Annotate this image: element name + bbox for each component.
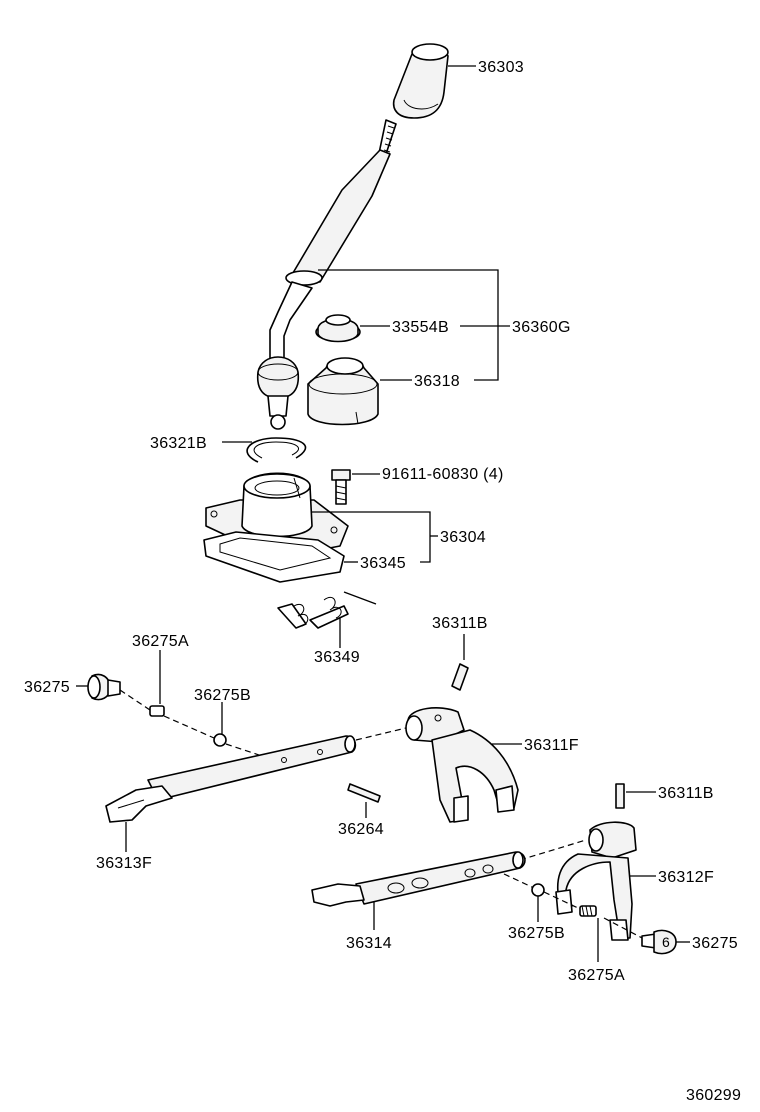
svg-text:6: 6 (662, 934, 670, 950)
roll-pin-upper (451, 663, 469, 691)
shift-boot (307, 357, 379, 426)
label-pin-right: 36311B (658, 785, 714, 802)
label-snap-ring: 36321B (150, 435, 207, 452)
detent-spring-left (149, 705, 165, 717)
assembly-line-lower (519, 839, 587, 861)
label-plug-left: 36275 (24, 679, 70, 696)
label-ball-left: 36275B (194, 687, 251, 704)
plug-left (87, 673, 121, 701)
roll-pin-right (615, 783, 625, 809)
shift-lever (256, 119, 397, 430)
label-bolt: 91611-60830 (4) (382, 466, 504, 483)
gasket (203, 531, 345, 583)
label-spring: 36349 (314, 649, 360, 666)
snap-ring (246, 437, 307, 463)
label-shaft-left: 36313F (96, 855, 152, 872)
label-ball-right: 36275B (508, 925, 565, 942)
interlock-pin (347, 783, 381, 803)
label-gasket: 36345 (360, 555, 406, 572)
detent-ball-left (213, 733, 227, 747)
shift-shaft-lower (311, 851, 526, 907)
assembly-line-upper (355, 727, 407, 741)
return-spring (277, 591, 377, 629)
label-shaft-lower: 36314 (346, 935, 392, 952)
label-boot: 36318 (414, 373, 460, 390)
label-interlock-pin: 36264 (338, 821, 384, 838)
detent-ball-right (531, 883, 545, 897)
label-retainer: 33554B (392, 319, 449, 336)
bracket-housing (312, 511, 431, 563)
label-fork-lower: 36312F (658, 869, 714, 886)
label-pin-upper: 36311B (432, 615, 488, 632)
label-spring-left: 36275A (132, 633, 189, 650)
plug-right: 6 (641, 929, 677, 955)
shift-shaft-left (105, 735, 357, 823)
label-plug-right: 36275 (692, 935, 738, 952)
assembly-line-left (119, 689, 263, 757)
label-fork-upper: 36311F (524, 737, 579, 754)
figure-id: 360299 (686, 1087, 741, 1104)
shift-fork-upper (405, 707, 519, 823)
label-housing: 36304 (440, 529, 486, 546)
label-knob: 36303 (478, 59, 524, 76)
bolt (331, 469, 351, 505)
shift-knob (392, 43, 449, 119)
detent-spring-right (579, 905, 597, 917)
assembly-line-right (503, 873, 647, 941)
label-boot-assy: 36360G (512, 319, 571, 336)
shift-fork-lower (555, 821, 637, 941)
retainer-small (315, 314, 361, 343)
label-spring-right: 36275A (568, 967, 625, 984)
bracket-boot-assy (318, 269, 499, 381)
